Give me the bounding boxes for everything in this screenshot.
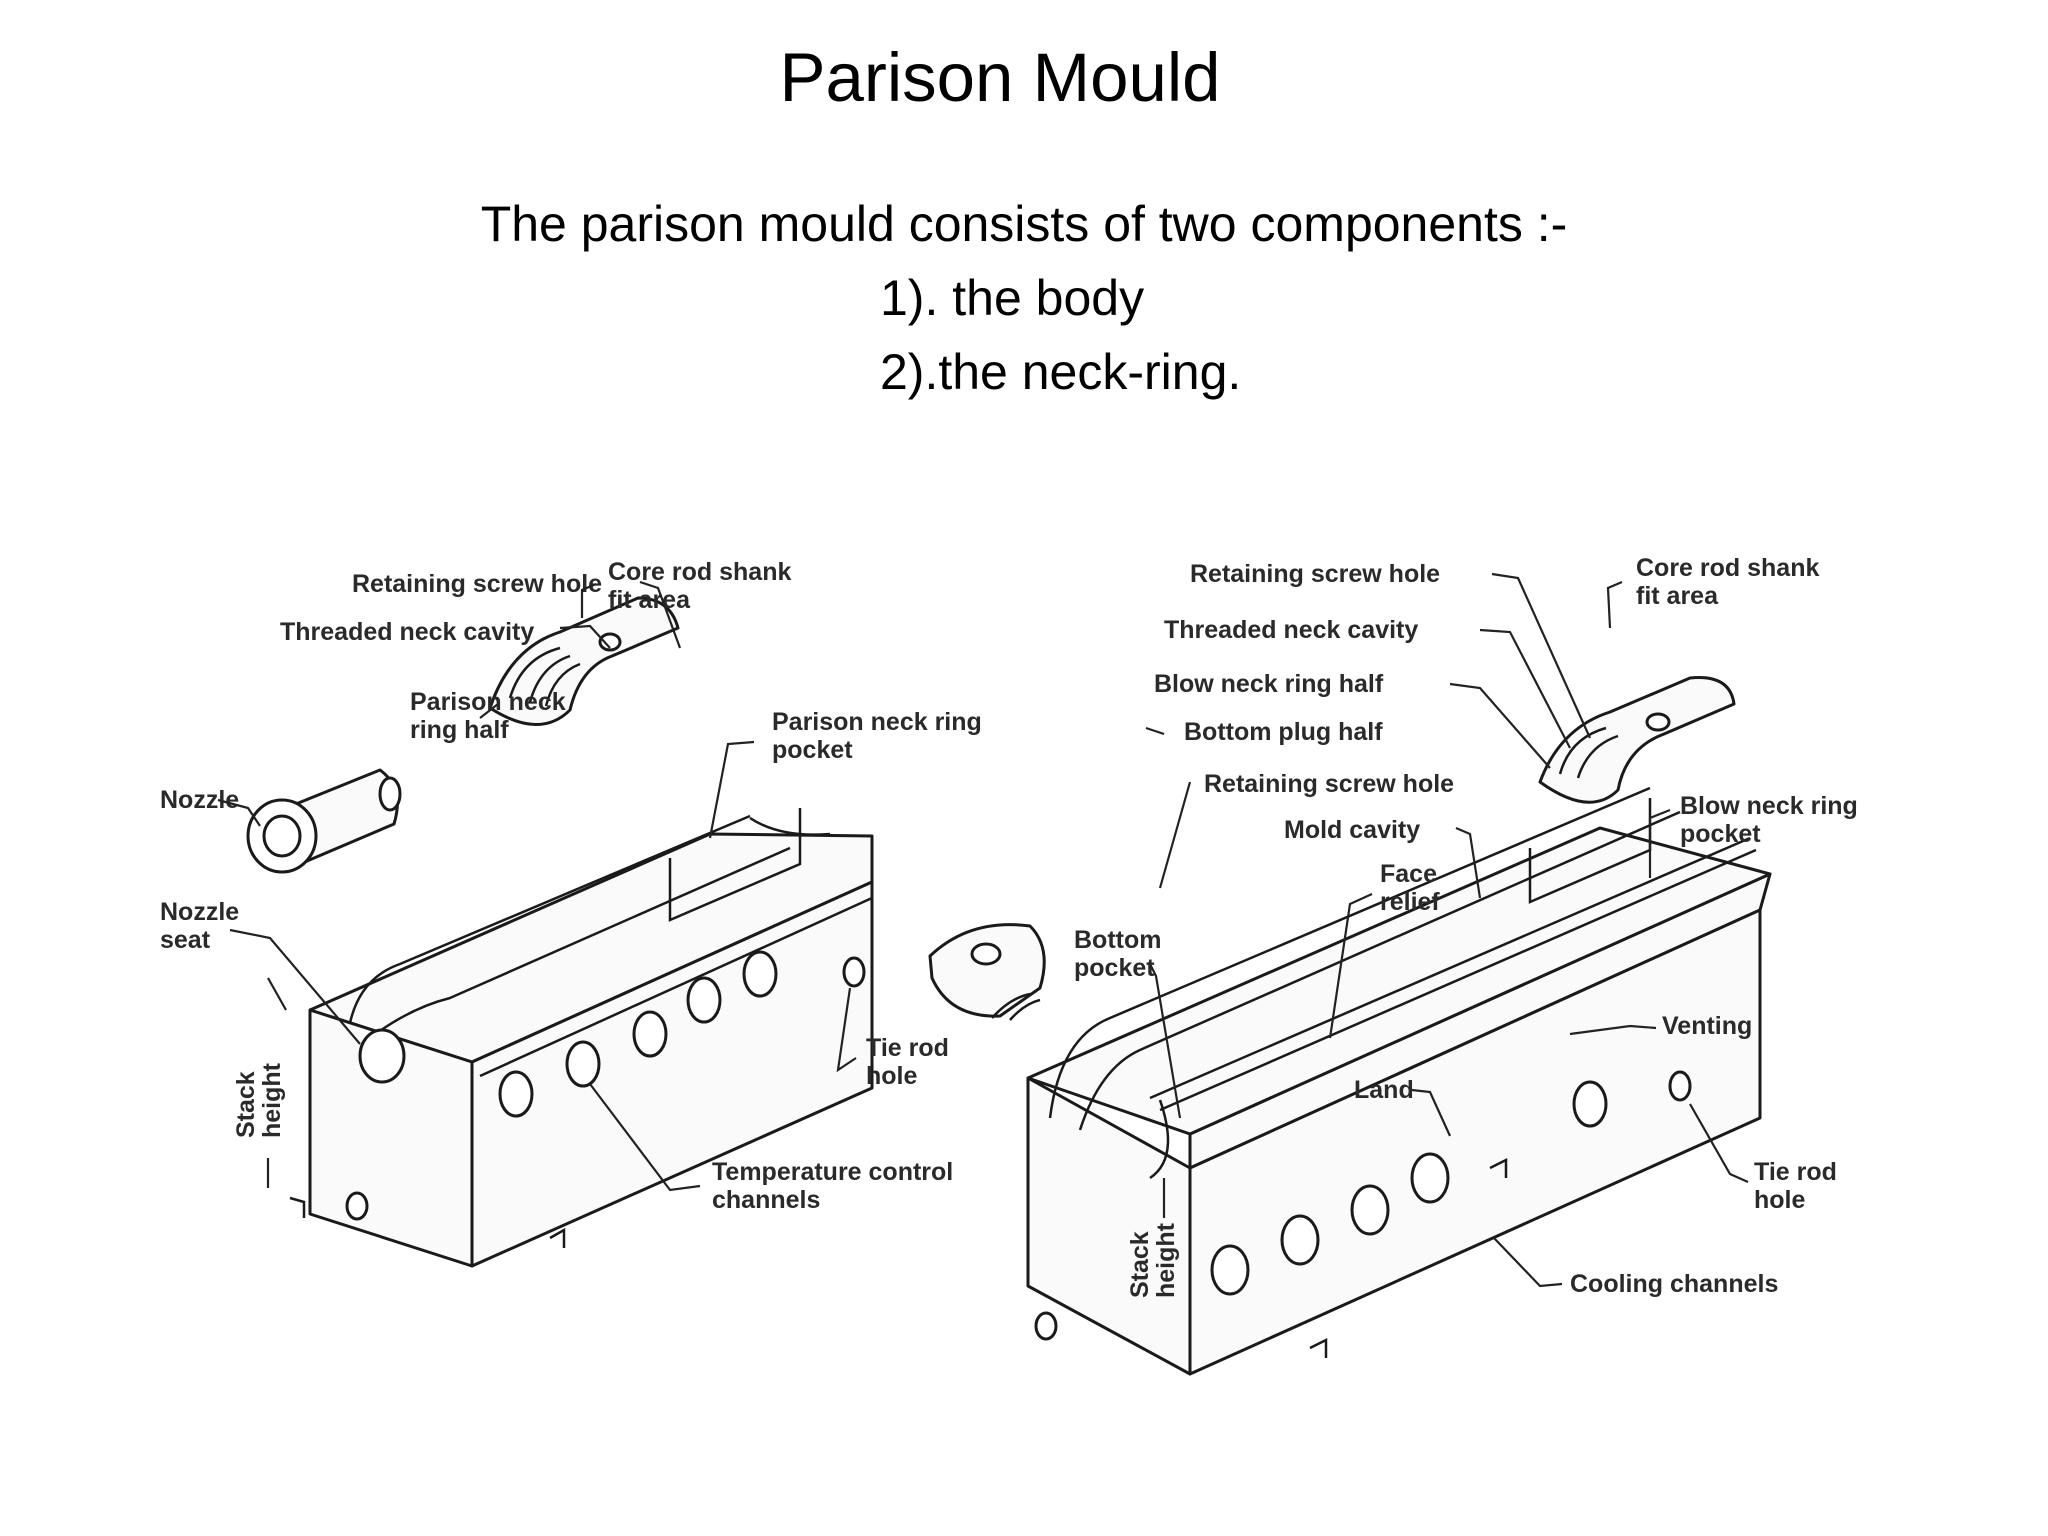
tie-rod-hole bbox=[1034, 1311, 1058, 1341]
label-ring-half: ring half bbox=[410, 716, 509, 744]
temperature-channel bbox=[742, 950, 778, 998]
label-retaining-screw-hole: Retaining screw hole bbox=[1190, 560, 1440, 588]
temperature-channel bbox=[686, 976, 722, 1024]
label-parison-neck-ring-pocket: Parison neck ring bbox=[772, 708, 982, 736]
intro-text: The parison mould consists of two compon… bbox=[480, 196, 1568, 252]
temperature-channel bbox=[565, 1040, 601, 1088]
label-core-rod-shank: Core rod shank bbox=[1636, 554, 1819, 582]
tie-rod-hole bbox=[842, 956, 866, 988]
label-hole: hole bbox=[1754, 1186, 1805, 1214]
label-bottom: Bottom bbox=[1074, 926, 1161, 954]
cooling-channel bbox=[1410, 1152, 1450, 1204]
label-height: height bbox=[258, 1062, 286, 1138]
mould-diagram: Retaining screw hole Core rod shank fit … bbox=[160, 554, 1858, 1376]
label-stack: Stack bbox=[1126, 1231, 1154, 1298]
label-fit-area: fit area bbox=[1636, 582, 1719, 610]
nozzle-seat bbox=[358, 1028, 406, 1084]
bottom-plug-half bbox=[928, 923, 1046, 1021]
label-nozzle-seat-2: seat bbox=[160, 926, 211, 954]
parison-mould-body bbox=[289, 808, 874, 1268]
blow-neck-ring-half bbox=[1538, 676, 1736, 804]
tie-rod-hole bbox=[1668, 1070, 1692, 1102]
temperature-channel bbox=[632, 1010, 668, 1058]
label-venting: Venting bbox=[1662, 1012, 1752, 1040]
label-cooling-channels: Cooling channels bbox=[1570, 1270, 1778, 1298]
slide-title: Parison Mould bbox=[779, 39, 1221, 116]
label-tie-rod: Tie rod bbox=[866, 1034, 949, 1062]
label-channels: channels bbox=[712, 1186, 820, 1214]
label-threaded-neck-cavity: Threaded neck cavity bbox=[280, 618, 534, 646]
temperature-channel bbox=[498, 1070, 534, 1118]
label-stack: Stack bbox=[232, 1071, 260, 1138]
cooling-channel bbox=[1572, 1080, 1608, 1128]
label-nozzle-seat-1: Nozzle bbox=[160, 898, 239, 926]
label-land: Land bbox=[1354, 1076, 1414, 1104]
cooling-channel bbox=[1350, 1184, 1390, 1236]
mould-illustration: Retaining screw hole Core rod shank fit … bbox=[150, 478, 1920, 1408]
tie-rod-hole bbox=[345, 1191, 369, 1221]
component-item-body: 1). the body bbox=[880, 270, 1145, 326]
label-retaining-screw-hole-2: Retaining screw hole bbox=[1204, 770, 1454, 798]
cooling-channel bbox=[1280, 1214, 1320, 1266]
label-retaining-screw-hole: Retaining screw hole bbox=[352, 570, 602, 598]
label-pocket: pocket bbox=[772, 736, 853, 764]
label-tie-rod: Tie rod bbox=[1754, 1158, 1837, 1186]
nozzle bbox=[246, 768, 402, 874]
label-blow-neck-ring-half: Blow neck ring half bbox=[1154, 670, 1384, 698]
label-height: height bbox=[1152, 1222, 1180, 1298]
label-nozzle: Nozzle bbox=[160, 786, 239, 814]
label-fit-area: fit area bbox=[608, 586, 691, 614]
cooling-channel bbox=[1210, 1244, 1250, 1296]
label-blow-neck-ring: Blow neck ring bbox=[1680, 792, 1858, 820]
label-temperature-control: Temperature control bbox=[712, 1158, 953, 1186]
label-core-rod-shank: Core rod shank bbox=[608, 558, 791, 586]
parison-neck-ring-half bbox=[488, 596, 680, 726]
label-threaded-neck-cavity: Threaded neck cavity bbox=[1164, 616, 1418, 644]
label-bottom-plug-half: Bottom plug half bbox=[1184, 718, 1383, 746]
component-item-neck-ring: 2).the neck-ring. bbox=[880, 344, 1242, 400]
label-pocket: pocket bbox=[1680, 820, 1761, 848]
label-bottom-pocket: pocket bbox=[1074, 954, 1155, 982]
blow-mould-body bbox=[1026, 786, 1772, 1376]
label-face: Face bbox=[1380, 860, 1437, 888]
label-relief: relief bbox=[1380, 888, 1440, 916]
label-hole: hole bbox=[866, 1062, 917, 1090]
label-mold-cavity: Mold cavity bbox=[1284, 816, 1420, 844]
